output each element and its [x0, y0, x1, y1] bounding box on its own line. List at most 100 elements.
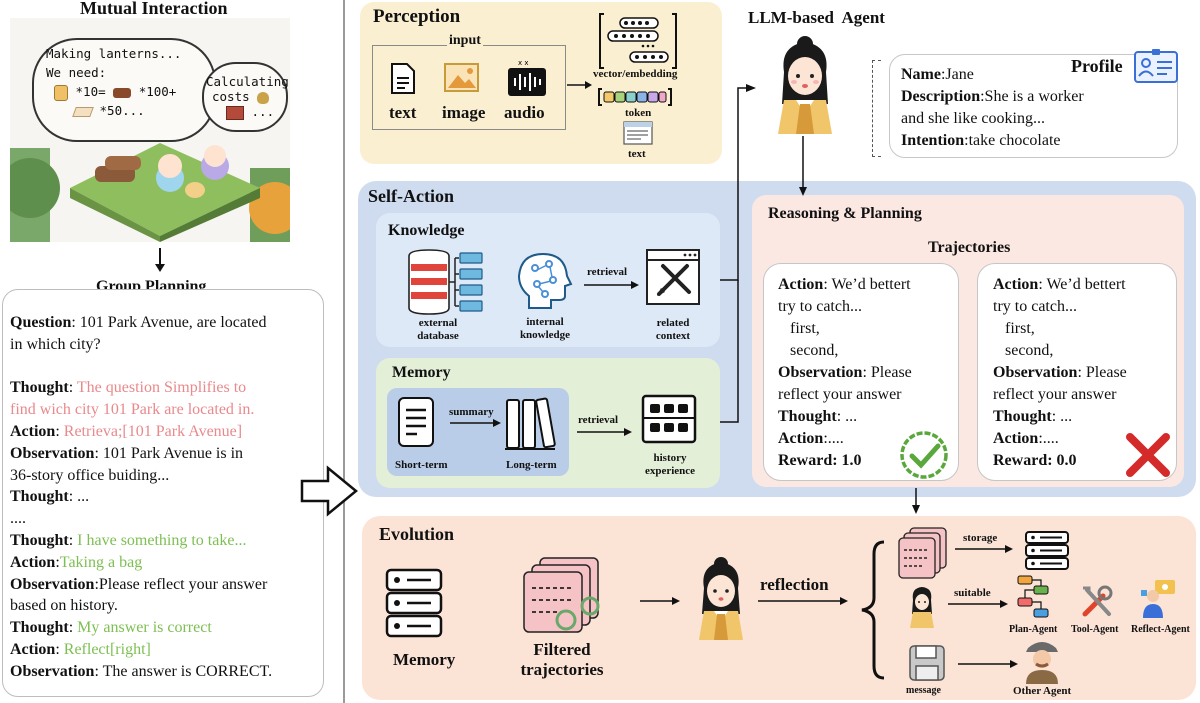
- text-doc-icon: [623, 121, 653, 145]
- planning-line: in which city?: [10, 334, 320, 356]
- bubble-line-4: *100+: [138, 84, 177, 99]
- planning-segment: ....: [10, 510, 26, 528]
- reflection-label: reflection: [760, 575, 829, 594]
- planning-segment: find wich city 101 Park are located in.: [10, 401, 255, 419]
- memory-retrieval-label: retrieval: [578, 414, 619, 426]
- memory-retrieval-arrow: [577, 428, 632, 436]
- planning-segment: Observation: [10, 662, 95, 680]
- planning-segment: I have something to take...: [77, 531, 247, 549]
- profile-desc-value-2: and she like cooking...: [901, 110, 1045, 127]
- evolution-panel: [362, 516, 1196, 700]
- calc-line-1: Calculating: [206, 74, 289, 89]
- evolution-memory-label: Memory: [393, 650, 456, 669]
- planning-segment: :Please reflect your answer: [94, 575, 268, 593]
- check-mark-icon: [900, 431, 948, 479]
- bubble-line-1: Making lanterns...: [46, 46, 182, 61]
- wood-icon: [113, 87, 132, 98]
- planning-segment: Taking a bag: [59, 553, 143, 571]
- reflect-agent-icon: [1141, 580, 1175, 618]
- cross-mark-icon: [1126, 433, 1170, 477]
- trajectory-card-1: [763, 263, 959, 481]
- audio-icon: x x: [508, 59, 546, 96]
- trajectories-title: Trajectories: [928, 239, 1011, 256]
- tool-agent-icon: [1082, 585, 1113, 617]
- planning-segment: :: [68, 619, 78, 637]
- token-icon: [598, 88, 672, 106]
- long-term-memory-icon: [505, 397, 556, 450]
- other-agent-label: Other Agent: [1013, 685, 1072, 697]
- summary-arrow: [450, 419, 501, 427]
- reward-label-1: Reward: 1.0: [778, 452, 862, 469]
- profile-intent-value: :take chocolate: [964, 132, 1061, 149]
- perception-item-image: image: [442, 103, 486, 122]
- thought-bubble-small: [202, 62, 288, 132]
- planning-line: Thought: ...: [10, 486, 320, 508]
- profile-desc-key: Description: [901, 88, 981, 105]
- planning-line: Action:Taking a bag: [10, 552, 320, 574]
- planning-line: Thought: I have something to take...: [10, 530, 320, 552]
- planning-segment: :: [55, 640, 64, 658]
- trajectory-text-1: Action: We’d bettert try to catch... fir…: [778, 274, 912, 472]
- down-arrow-icon: [155, 248, 165, 272]
- planning-segment: Thought: [10, 619, 69, 637]
- profile-desc-value: :She is a worker: [980, 88, 1084, 105]
- planning-segment: Question: [10, 314, 72, 331]
- column-separator: [343, 0, 345, 703]
- planning-segment: based on history.: [10, 597, 118, 615]
- planning-segment: Thought: [10, 531, 69, 549]
- perception-item-text: text: [389, 103, 417, 122]
- lantern-icon: [54, 84, 68, 101]
- vector-embedding-icon: [599, 13, 677, 69]
- calc-line-3: ...: [251, 104, 275, 119]
- knowledge-title: Knowledge: [388, 222, 465, 239]
- bubble-line-5: *50...: [99, 103, 145, 118]
- planning-segment: The question Simplifies to: [76, 379, 247, 397]
- group-planning-box: [2, 289, 324, 697]
- suitable-label: suitable: [954, 587, 991, 599]
- planning-segment: Thought: [10, 379, 69, 397]
- planning-segment: :: [68, 531, 78, 549]
- related-context-icon: [646, 249, 700, 305]
- hollow-arrow-icon: [300, 465, 358, 517]
- abacus-icon: [226, 105, 244, 120]
- agent-avatar-evolution: [699, 557, 743, 640]
- storage-arrow: [955, 545, 1013, 553]
- planning-segment: My answer is correct: [77, 619, 212, 637]
- plan-agent-icon: [1017, 575, 1049, 618]
- bubble-line-2: We need:: [46, 65, 107, 80]
- profile-title: Profile: [1071, 56, 1123, 76]
- knowledge-retrieval-label: retrieval: [587, 266, 628, 278]
- suitable-arrow: [948, 600, 1008, 608]
- perception-item-audio: audio: [504, 103, 545, 122]
- perception-arrow: [567, 81, 592, 89]
- short-term-memory-icon: [398, 397, 434, 447]
- reasoning-title: Reasoning & Planning: [768, 205, 922, 222]
- memory-title: Memory: [392, 364, 451, 381]
- planning-line: Thought: The question Simplifies to: [10, 377, 320, 399]
- planning-line: Action: Reflect[right]: [10, 639, 320, 661]
- game-illustration: Making lanterns... We need: *10= *100+ *…: [10, 18, 290, 242]
- planning-segment: Reflect[right]: [63, 640, 151, 658]
- planning-line: Observation: 101 Park Avenue is in: [10, 443, 320, 465]
- external-database-icon: [408, 249, 483, 315]
- long-term-label: Long-term: [506, 459, 557, 471]
- planning-line: 36-story office buiding...: [10, 465, 320, 487]
- tool-agent-label: Tool-Agent: [1071, 624, 1119, 635]
- reward-label-2: Reward: 0.0: [993, 452, 1077, 469]
- stacked-trajectories-icon: [898, 527, 947, 579]
- profile-name-value: :Jane: [940, 66, 974, 83]
- bubble-line-3: *10=: [75, 84, 106, 99]
- planning-line: based on history.: [10, 595, 320, 617]
- memory-server-icon: [385, 568, 443, 638]
- money-bag-icon: [257, 91, 270, 104]
- planning-line: Observation:Please reflect your answer: [10, 574, 320, 596]
- svg-text:x x: x x: [518, 59, 529, 67]
- planning-segment: Thought: [10, 488, 69, 506]
- planning-segment: :: [55, 422, 64, 440]
- planning-line: Action: Retrieva;[101 Park Avenue]: [10, 421, 320, 443]
- agent-title: LLM-based Agent: [748, 8, 885, 27]
- planning-segment: : 101 Park Avenue, are located: [71, 314, 267, 331]
- short-term-label: Short-term: [395, 459, 448, 471]
